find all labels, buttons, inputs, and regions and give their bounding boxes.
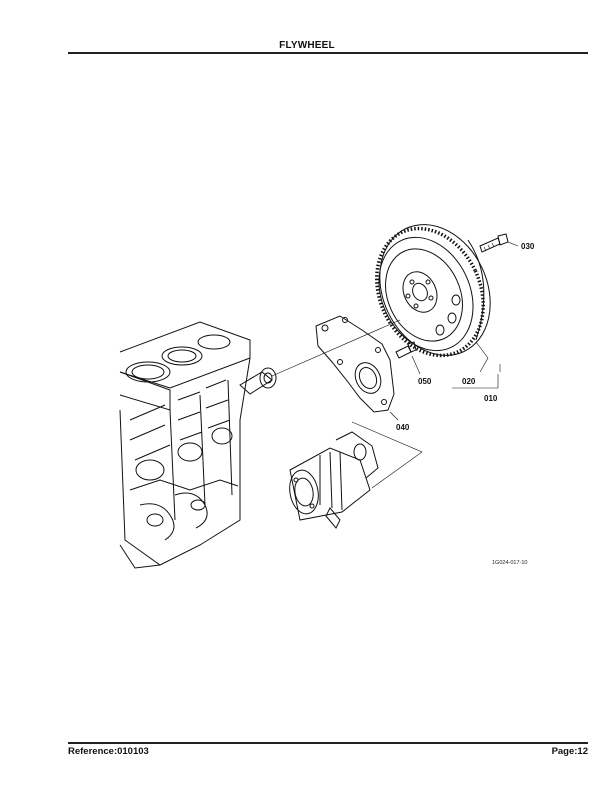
callout-020: 020 — [462, 377, 476, 386]
flywheel-illustration — [375, 224, 491, 358]
callout-040: 040 — [396, 423, 410, 432]
flywheel-bolt-illustration — [479, 233, 509, 253]
figure-code: 1G024-017-10 — [492, 560, 527, 566]
plate-bolt-illustration — [395, 341, 417, 359]
end-plate-illustration — [315, 315, 395, 413]
footer-rule — [68, 742, 588, 744]
page-title: FLYWHEEL — [279, 40, 335, 51]
engine-block-illustration — [119, 321, 277, 569]
callout-010: 010 — [484, 394, 498, 403]
callout-050: 050 — [418, 377, 432, 386]
header-rule — [68, 52, 588, 54]
footer-page-number: Page:12 — [551, 746, 588, 757]
footer-reference: Reference:010103 — [68, 746, 149, 757]
callout-030: 030 — [521, 242, 535, 251]
starter-motor-illustration — [289, 431, 379, 529]
